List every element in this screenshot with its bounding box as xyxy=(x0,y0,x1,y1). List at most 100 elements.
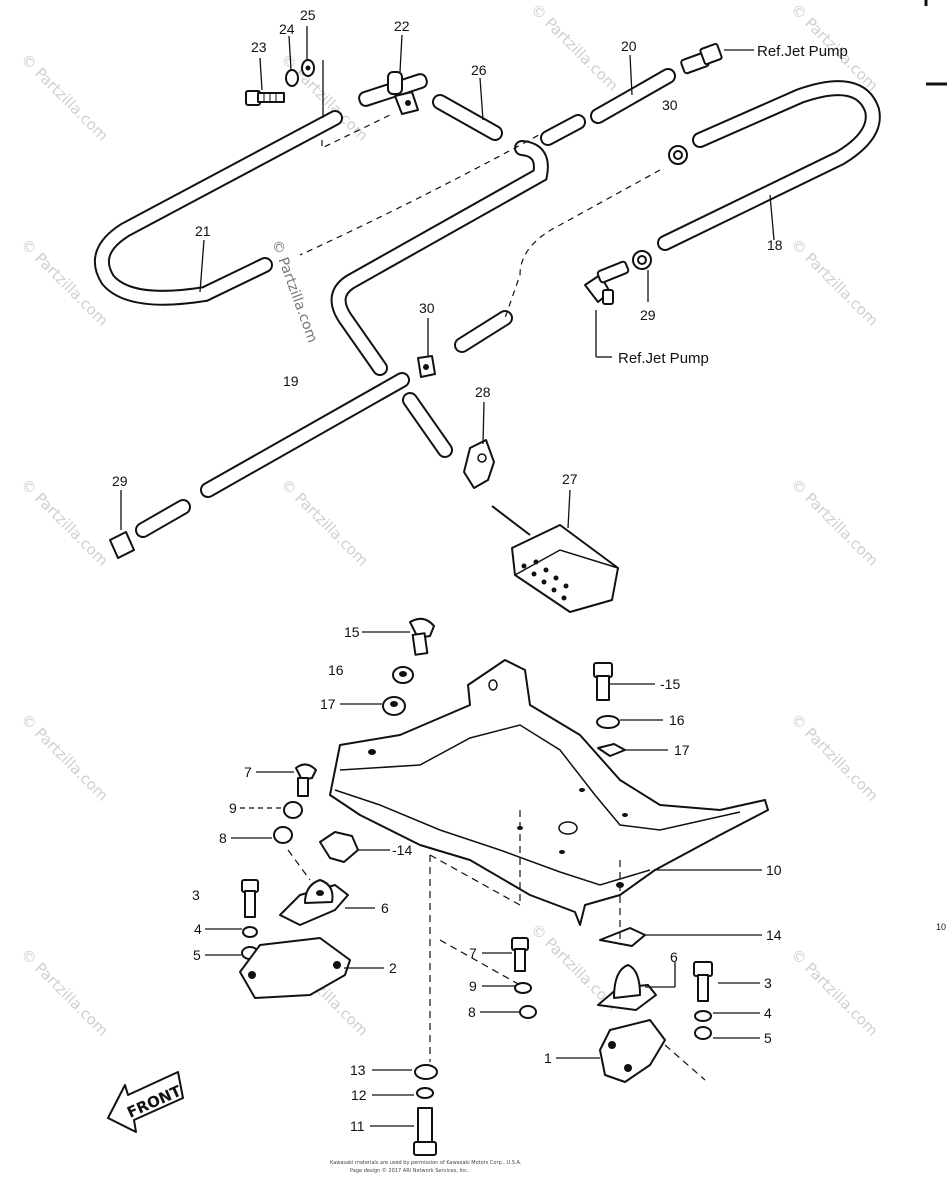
callout-17-right: 17 xyxy=(674,742,690,758)
callout-25: 25 xyxy=(300,7,316,23)
nut-9-left[interactable] xyxy=(283,801,303,819)
callout-20: 20 xyxy=(621,38,637,54)
washer-24[interactable] xyxy=(285,69,299,87)
watermark: © Partzilla.com xyxy=(277,475,372,570)
ghost-route xyxy=(504,169,661,319)
centerline xyxy=(429,854,521,906)
callout-15-left: 15 xyxy=(344,624,360,640)
spacer-8-left[interactable] xyxy=(273,826,293,844)
watermark: © Partzilla.com xyxy=(787,475,882,570)
washer-12[interactable] xyxy=(416,1087,434,1099)
nut-16-left[interactable] xyxy=(392,666,414,684)
centerline xyxy=(439,939,521,986)
callout-3-left: 3 xyxy=(192,887,200,903)
bracket-28[interactable] xyxy=(463,439,495,489)
callout-8-left: 8 xyxy=(219,830,227,846)
watermark: © Partzilla.com xyxy=(17,475,112,570)
centerline xyxy=(664,1044,706,1081)
watermark: © Partzilla.com xyxy=(527,0,622,95)
washer-4-right[interactable] xyxy=(694,1010,712,1022)
filter-box-27[interactable] xyxy=(491,505,619,613)
callout-7-right: 7 xyxy=(469,945,477,961)
hose-21[interactable] xyxy=(93,110,343,306)
clip-14-right[interactable] xyxy=(599,927,646,947)
bolt-15-right[interactable] xyxy=(593,662,613,701)
front-arrow: FRONT xyxy=(107,1071,185,1133)
t-joint-22[interactable] xyxy=(358,71,429,115)
watermark: © Partzilla.com xyxy=(787,710,882,805)
callout-13: 13 xyxy=(350,1062,366,1078)
bolt-3-right[interactable] xyxy=(693,961,713,1002)
bolt-23[interactable] xyxy=(245,90,285,106)
watermark: © Partzilla.com xyxy=(17,945,112,1040)
watermark: © Partzilla.com xyxy=(787,235,882,330)
watermark: © Partzilla.com xyxy=(17,50,112,145)
nut-16-right[interactable] xyxy=(596,715,620,729)
watermark: © Partzilla.com xyxy=(268,238,320,345)
callout-19: 19 xyxy=(283,373,299,389)
callout-30-upper: 30 xyxy=(662,97,678,113)
jet-pump-fitting-top[interactable] xyxy=(680,42,723,75)
washer-13[interactable] xyxy=(414,1064,438,1080)
ref-jet-pump-mid: Ref.Jet Pump xyxy=(618,350,709,367)
nut-9-right[interactable] xyxy=(514,982,532,994)
bolt-7-right[interactable] xyxy=(511,937,529,972)
callout-5-left: 5 xyxy=(193,947,201,963)
spacer-8-right[interactable] xyxy=(519,1005,537,1019)
hose-center[interactable] xyxy=(330,140,549,376)
callout-5-right: 5 xyxy=(764,1030,772,1046)
callout-22: 22 xyxy=(394,18,410,34)
copyright-line-1: Kawasaki materials are used by permissio… xyxy=(330,1160,522,1166)
clamp-30-center[interactable] xyxy=(417,355,436,378)
copyright-line-2: Page design © 2017 ARI Network Services,… xyxy=(350,1167,469,1174)
ghost-route xyxy=(321,114,391,149)
callout-7-left: 7 xyxy=(244,764,252,780)
leader-lines xyxy=(120,26,775,1127)
bracket-2[interactable] xyxy=(239,937,351,999)
callout-6-right: 6 xyxy=(670,949,678,965)
watermark: © Partzilla.com xyxy=(17,710,112,805)
callout-3-right: 3 xyxy=(764,975,772,991)
washer-4-left[interactable] xyxy=(242,926,258,938)
callout-2: 2 xyxy=(389,960,397,976)
jet-pump-fitting-mid[interactable] xyxy=(584,260,630,305)
bracket-1[interactable] xyxy=(599,1019,666,1083)
callout-4-right: 4 xyxy=(764,1005,772,1021)
engine-bed-10[interactable] xyxy=(329,659,769,926)
bolt-7-left[interactable] xyxy=(295,763,317,797)
bolt-11[interactable] xyxy=(413,1107,437,1156)
clamp-29-mid[interactable] xyxy=(632,250,652,270)
callout-29-left: 29 xyxy=(112,473,128,489)
callout-30-center: 30 xyxy=(419,300,435,316)
clamp-30-upper[interactable] xyxy=(668,145,688,165)
engine-bed-assembly xyxy=(239,617,769,1156)
callout-16-left: 16 xyxy=(328,662,344,678)
callout-16-right: 16 xyxy=(669,712,685,728)
washer-17-left[interactable] xyxy=(382,696,406,716)
callout-27: 27 xyxy=(562,471,578,487)
callout-1: 1 xyxy=(544,1050,552,1066)
callout-15-right: -15 xyxy=(660,676,680,692)
clamp-29-left[interactable] xyxy=(109,531,135,559)
callout-24: 24 xyxy=(279,21,295,37)
callout-23: 23 xyxy=(251,39,267,55)
callouts: 25 24 23 22 26 20 30 18 21 29 30 19 28 2… xyxy=(112,7,783,1134)
rubber-mount-6-left[interactable] xyxy=(279,879,349,926)
washer-17-right[interactable] xyxy=(597,743,626,757)
callout-9-right: 9 xyxy=(469,978,477,994)
callout-12: 12 xyxy=(351,1087,367,1103)
rubber-mount-6-right[interactable] xyxy=(597,964,657,1011)
callout-4-left: 4 xyxy=(194,921,202,937)
hose-assembly xyxy=(93,42,881,613)
callout-18: 18 xyxy=(767,237,783,253)
callout-9-left: 9 xyxy=(229,800,237,816)
bolt-15-left[interactable] xyxy=(409,617,435,656)
callout-10: 10 xyxy=(766,862,782,878)
centerline xyxy=(287,849,311,881)
watermark: © Partzilla.com xyxy=(787,945,882,1040)
clip-14-left[interactable] xyxy=(319,831,359,863)
washer-5-right[interactable] xyxy=(694,1026,712,1040)
ref-jet-pump-top: Ref.Jet Pump xyxy=(757,43,848,60)
bolt-3-left[interactable] xyxy=(241,879,259,918)
